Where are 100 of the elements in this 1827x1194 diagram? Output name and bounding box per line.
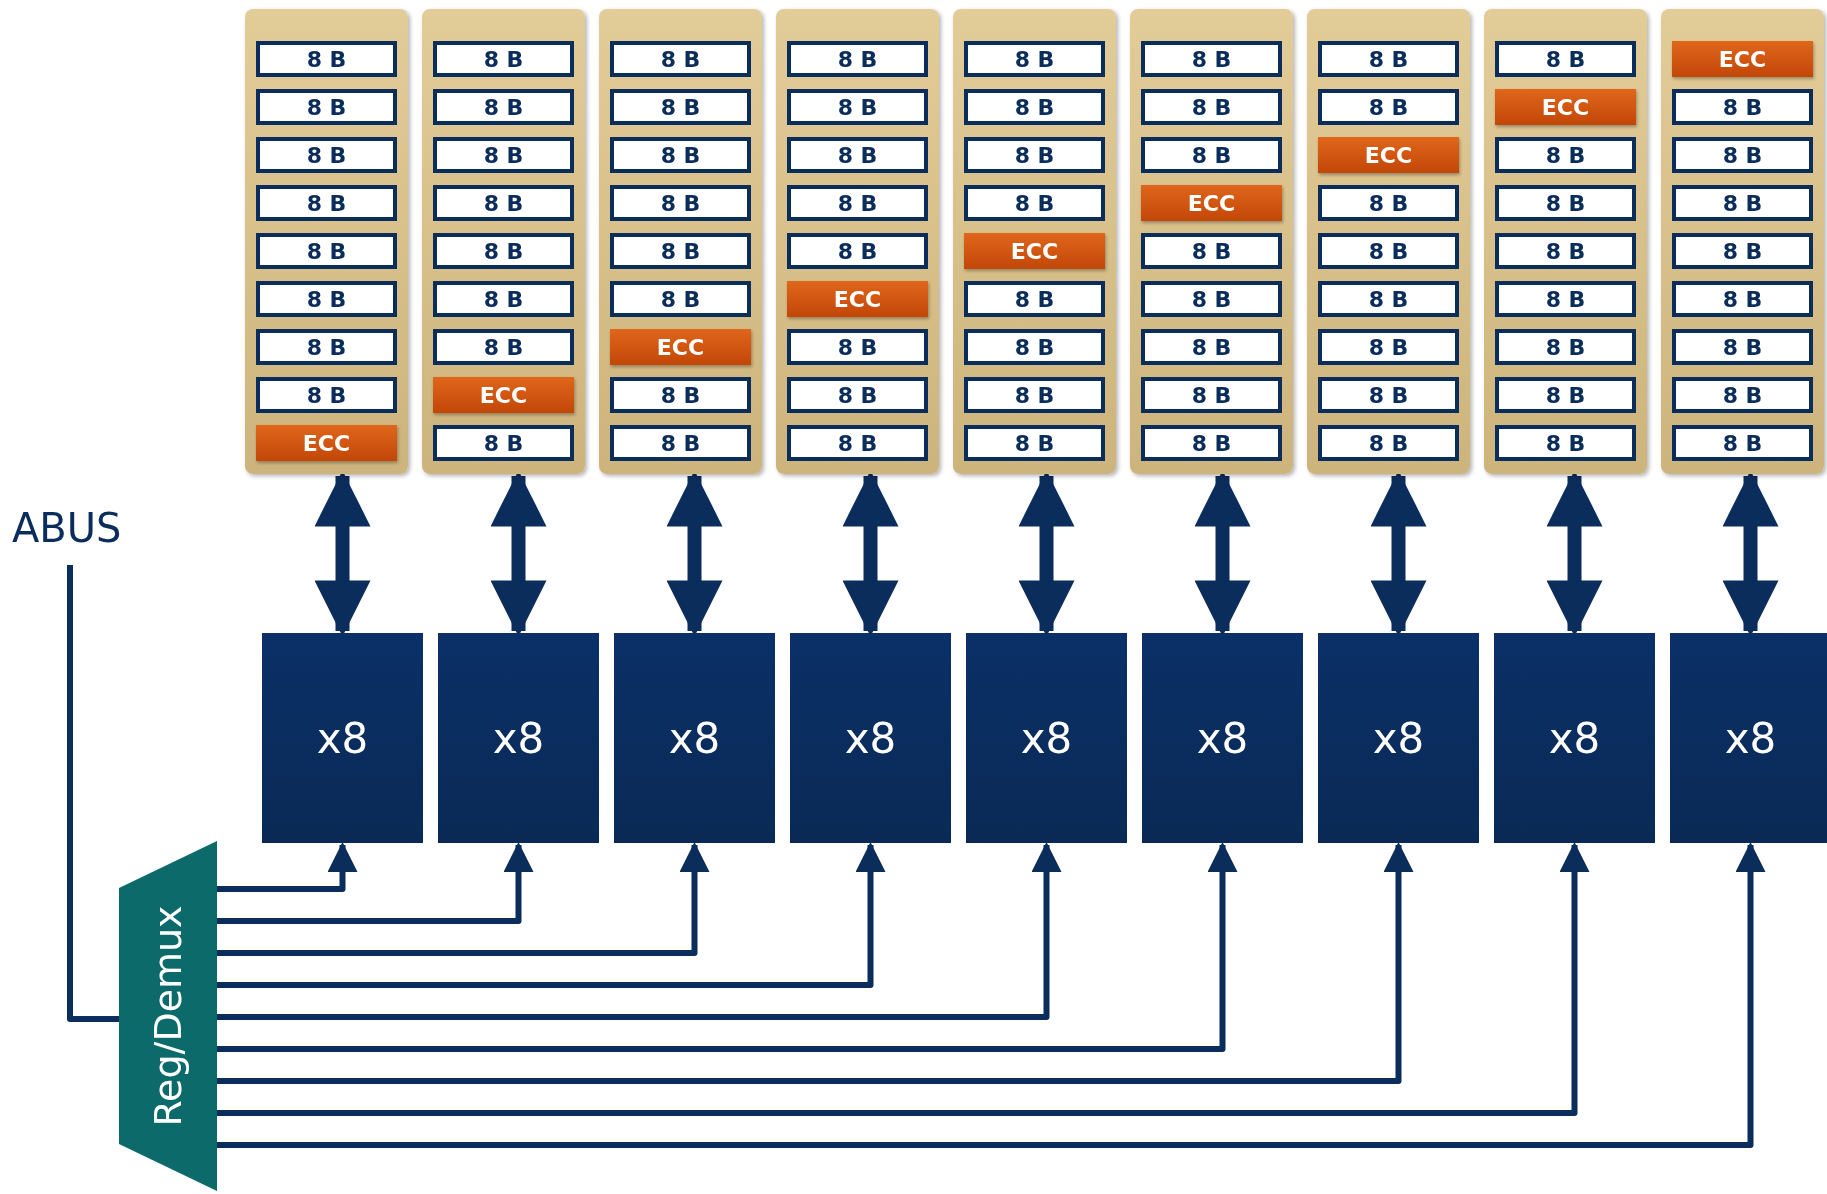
- byte-block: 8 B: [1318, 377, 1459, 413]
- byte-block: 8 B: [1495, 41, 1636, 77]
- byte-block: 8 B: [964, 425, 1105, 461]
- byte-block: 8 B: [610, 377, 751, 413]
- byte-block: 8 B: [1495, 377, 1636, 413]
- byte-block: 8 B: [787, 89, 928, 125]
- ecc-block: ECC: [256, 425, 397, 461]
- arrow: [217, 842, 1414, 1084]
- memory-chip: x8: [966, 633, 1127, 843]
- byte-block: 8 B: [610, 233, 751, 269]
- demux-label: Reg/Demux: [146, 905, 190, 1127]
- byte-block: 8 B: [1141, 329, 1282, 365]
- ecc-block: ECC: [433, 377, 574, 413]
- memory-chip: x8: [790, 633, 951, 843]
- byte-block: 8 B: [256, 137, 397, 173]
- byte-block: 8 B: [256, 281, 397, 317]
- byte-block: 8 B: [256, 377, 397, 413]
- memory-chip: x8: [262, 633, 423, 843]
- byte-block: 8 B: [433, 185, 574, 221]
- ecc-block: ECC: [964, 233, 1105, 269]
- byte-block: 8 B: [1141, 89, 1282, 125]
- byte-block: 8 B: [964, 41, 1105, 77]
- byte-block: 8 B: [964, 89, 1105, 125]
- byte-block: 8 B: [1495, 329, 1636, 365]
- byte-block: 8 B: [433, 89, 574, 125]
- byte-block: 8 B: [433, 281, 574, 317]
- byte-block: 8 B: [1672, 425, 1813, 461]
- byte-block: 8 B: [1141, 41, 1282, 77]
- arrow: [217, 842, 1766, 1148]
- bus-label: ABUS: [12, 505, 122, 551]
- byte-block: 8 B: [1318, 89, 1459, 125]
- byte-block: 8 B: [787, 185, 928, 221]
- byte-block: 8 B: [787, 329, 928, 365]
- memory-column: [1307, 9, 1470, 474]
- byte-block: 8 B: [1141, 281, 1282, 317]
- byte-block: 8 B: [610, 425, 751, 461]
- byte-block: 8 B: [610, 137, 751, 173]
- byte-block: 8 B: [1141, 233, 1282, 269]
- byte-block: 8 B: [1672, 233, 1813, 269]
- ecc-block: ECC: [1318, 137, 1459, 173]
- byte-block: 8 B: [787, 377, 928, 413]
- byte-block: 8 B: [1495, 425, 1636, 461]
- byte-block: 8 B: [964, 377, 1105, 413]
- byte-block: 8 B: [964, 329, 1105, 365]
- byte-block: 8 B: [256, 89, 397, 125]
- memory-chip: x8: [1142, 633, 1303, 843]
- byte-block: 8 B: [433, 329, 574, 365]
- byte-block: 8 B: [964, 281, 1105, 317]
- ecc-block: ECC: [1141, 185, 1282, 221]
- memory-chip: x8: [438, 633, 599, 843]
- byte-block: 8 B: [433, 233, 574, 269]
- byte-block: 8 B: [964, 137, 1105, 173]
- byte-block: 8 B: [1495, 233, 1636, 269]
- byte-block: 8 B: [256, 233, 397, 269]
- byte-block: 8 B: [1318, 425, 1459, 461]
- memory-chip: x8: [614, 633, 775, 843]
- byte-block: 8 B: [787, 41, 928, 77]
- memory-column: [599, 9, 762, 474]
- byte-block: 8 B: [1672, 185, 1813, 221]
- byte-block: 8 B: [1495, 281, 1636, 317]
- memory-chip: x8: [1318, 633, 1479, 843]
- arrow: [217, 842, 534, 924]
- byte-block: 8 B: [256, 41, 397, 77]
- byte-block: 8 B: [433, 137, 574, 173]
- byte-block: 8 B: [256, 329, 397, 365]
- memory-column: [953, 9, 1116, 474]
- memory-chip: x8: [1494, 633, 1655, 843]
- arrow: [217, 842, 886, 988]
- arrow: [217, 842, 1062, 1020]
- ecc-block: ECC: [1495, 89, 1636, 125]
- byte-block: 8 B: [1495, 137, 1636, 173]
- byte-block: 8 B: [1672, 281, 1813, 317]
- memory-column: [1130, 9, 1293, 474]
- byte-block: 8 B: [1318, 281, 1459, 317]
- byte-block: 8 B: [1318, 41, 1459, 77]
- byte-block: 8 B: [1495, 185, 1636, 221]
- ecc-block: ECC: [787, 281, 928, 317]
- arrow: [217, 842, 1590, 1116]
- arrow: [217, 842, 710, 956]
- byte-block: 8 B: [1318, 329, 1459, 365]
- byte-block: 8 B: [1141, 425, 1282, 461]
- byte-block: 8 B: [1672, 137, 1813, 173]
- memory-column: [776, 9, 939, 474]
- byte-block: 8 B: [1672, 329, 1813, 365]
- byte-block: 8 B: [787, 233, 928, 269]
- ecc-block: ECC: [1672, 41, 1813, 77]
- byte-block: 8 B: [610, 41, 751, 77]
- byte-block: 8 B: [610, 89, 751, 125]
- byte-block: 8 B: [1141, 137, 1282, 173]
- arrow: [217, 842, 358, 892]
- connector-line: [67, 565, 119, 1022]
- byte-block: 8 B: [787, 425, 928, 461]
- byte-block: 8 B: [1672, 89, 1813, 125]
- ecc-block: ECC: [610, 329, 751, 365]
- memory-column: [245, 9, 408, 474]
- byte-block: 8 B: [964, 185, 1105, 221]
- byte-block: 8 B: [610, 185, 751, 221]
- byte-block: 8 B: [1672, 377, 1813, 413]
- byte-block: 8 B: [1318, 185, 1459, 221]
- byte-block: 8 B: [1318, 233, 1459, 269]
